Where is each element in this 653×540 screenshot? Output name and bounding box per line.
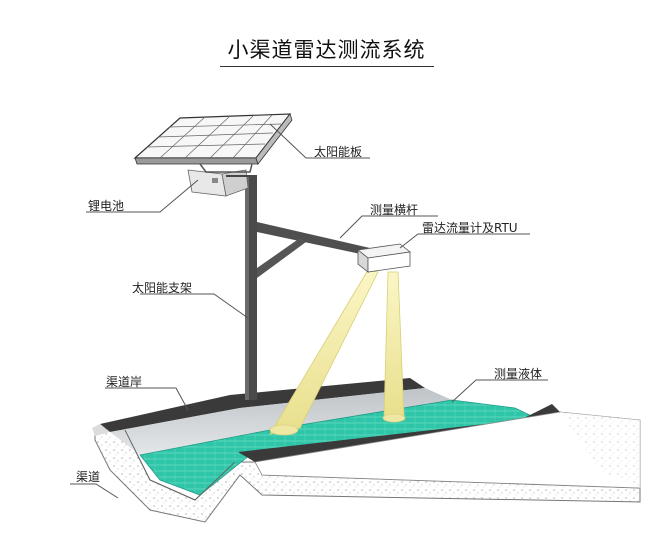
lithium-battery-box [188, 170, 250, 196]
label-channel-bank: 渠道岸 [106, 375, 142, 389]
label-liquid: 测量液体 [494, 367, 542, 381]
channel-structure [92, 378, 640, 522]
label-channel: 渠道 [76, 470, 100, 484]
label-solar-panel: 太阳能板 [314, 145, 362, 159]
label-solar-mount: 太阳能支架 [132, 281, 192, 295]
label-crossbar: 测量横杆 [370, 203, 418, 217]
label-radar-rtu: 雷达流量计及RTU [422, 221, 518, 235]
solar-panel [135, 114, 292, 172]
solar-mount-pole [245, 175, 370, 400]
label-lithium-battery: 锂电池 [88, 199, 124, 213]
